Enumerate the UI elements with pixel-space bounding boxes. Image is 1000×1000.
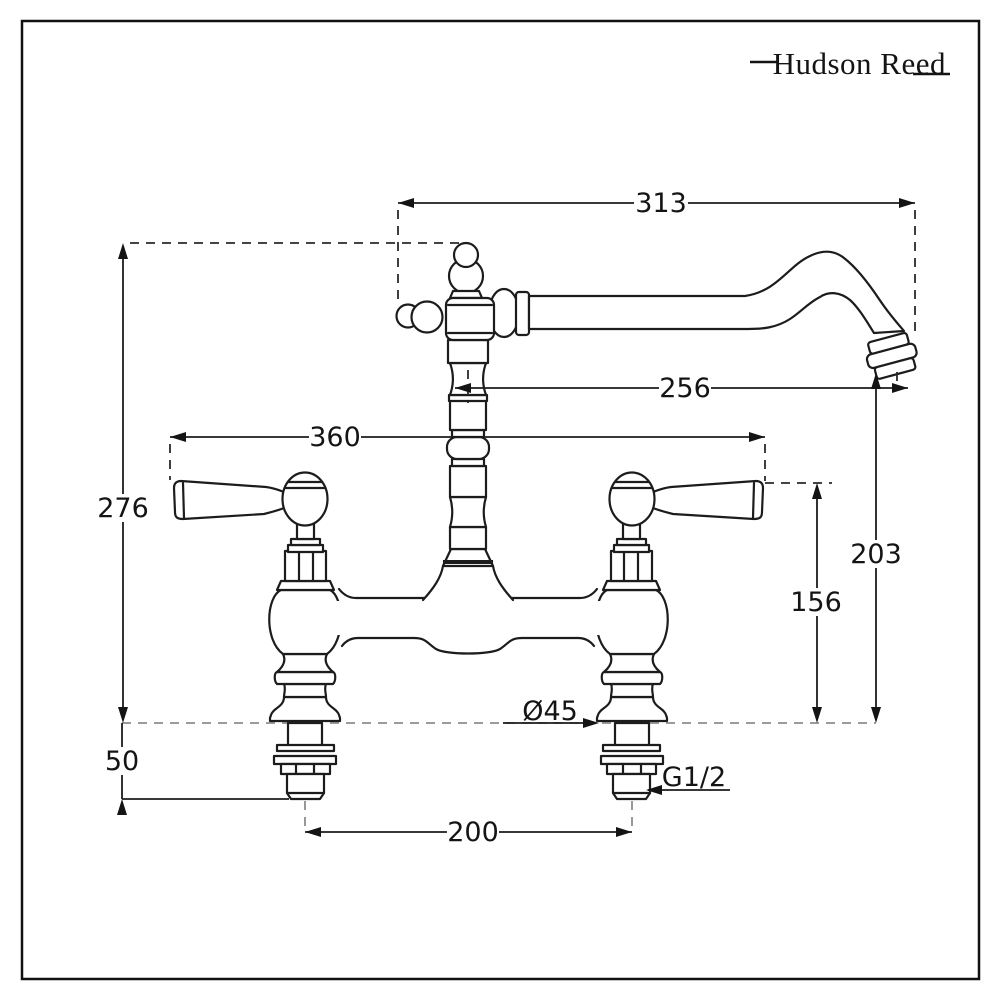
spout	[527, 250, 918, 380]
dim-label-base-diameter: Ø45	[522, 696, 578, 727]
dim-deck-thickness: 50	[105, 723, 289, 815]
dim-label-50: 50	[105, 746, 139, 777]
tailpiece-ring	[275, 743, 336, 753]
dim-label-276: 276	[97, 493, 149, 524]
left-column-assembly	[172, 471, 342, 801]
dim-base-diameter: Ø45	[503, 696, 599, 728]
spout-shoulder-right	[491, 564, 515, 602]
right-column-assembly	[595, 471, 765, 801]
dim-label-156: 156	[790, 587, 842, 618]
aerator	[865, 331, 918, 380]
dim-hole-centres: 200	[304, 801, 633, 848]
dim-inlet-thread: G1/2	[646, 762, 730, 795]
spout-tube	[527, 250, 906, 335]
bridge-top-left	[337, 587, 427, 600]
base-bell	[268, 695, 342, 723]
bridge-top-right	[509, 587, 599, 600]
joint-body	[444, 296, 496, 342]
handle-ball	[281, 471, 329, 527]
dim-label-313: 313	[635, 188, 687, 219]
faucet-drawing	[172, 241, 918, 801]
dim-label-inlet-thread: G1/2	[662, 762, 726, 793]
dim-label-360: 360	[309, 422, 361, 453]
bridge-bottom	[340, 636, 596, 655]
bridge-body	[307, 564, 630, 655]
tailpiece-washer	[272, 754, 338, 766]
dim-label-203: 203	[850, 539, 902, 570]
dim-label-256: 256	[659, 373, 711, 404]
finial-ball-small	[452, 241, 480, 269]
sheet-border	[20, 19, 981, 981]
dim-overall-width: 360	[169, 422, 766, 481]
logo-text: Hudson Reed	[773, 46, 946, 81]
tailpiece-pipe	[285, 772, 326, 801]
dim-spout-reach-overall: 313	[397, 188, 916, 337]
dim-overall-height: 276	[97, 242, 462, 723]
dim-spout-height: 203	[850, 373, 902, 723]
dim-label-200: 200	[447, 817, 499, 848]
swivel-joint	[395, 241, 531, 342]
dim-spout-projection: 256	[455, 370, 908, 404]
spout-shoulder-left	[421, 564, 445, 602]
tailpiece-nut	[279, 762, 332, 776]
bonnet-hex	[283, 549, 328, 583]
dim-handle-height: 156	[765, 482, 842, 723]
bonnet-flare	[275, 579, 336, 592]
lever-grip	[172, 479, 286, 521]
tailpiece-shank	[286, 721, 324, 749]
base-neck-upper	[275, 652, 335, 674]
brand-logo: Hudson Reed	[750, 46, 950, 81]
base-neck-lower	[282, 682, 328, 699]
spout-flange	[514, 290, 531, 337]
base-collar	[273, 670, 337, 686]
ornament-ball-large	[410, 300, 444, 334]
